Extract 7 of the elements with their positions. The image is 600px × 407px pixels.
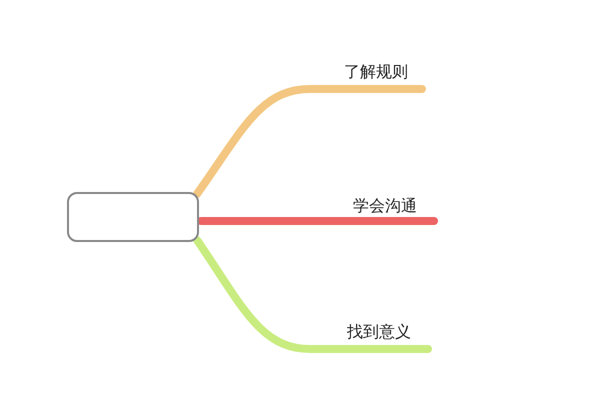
branch-line (193, 85, 426, 198)
branch-line (197, 217, 438, 225)
topic-box (67, 192, 199, 242)
branch-label: 找到意义 (330, 322, 428, 348)
branch-label: 了解规则 (330, 62, 422, 88)
branch-line (193, 236, 432, 353)
branch-label: 学会沟通 (336, 196, 434, 220)
